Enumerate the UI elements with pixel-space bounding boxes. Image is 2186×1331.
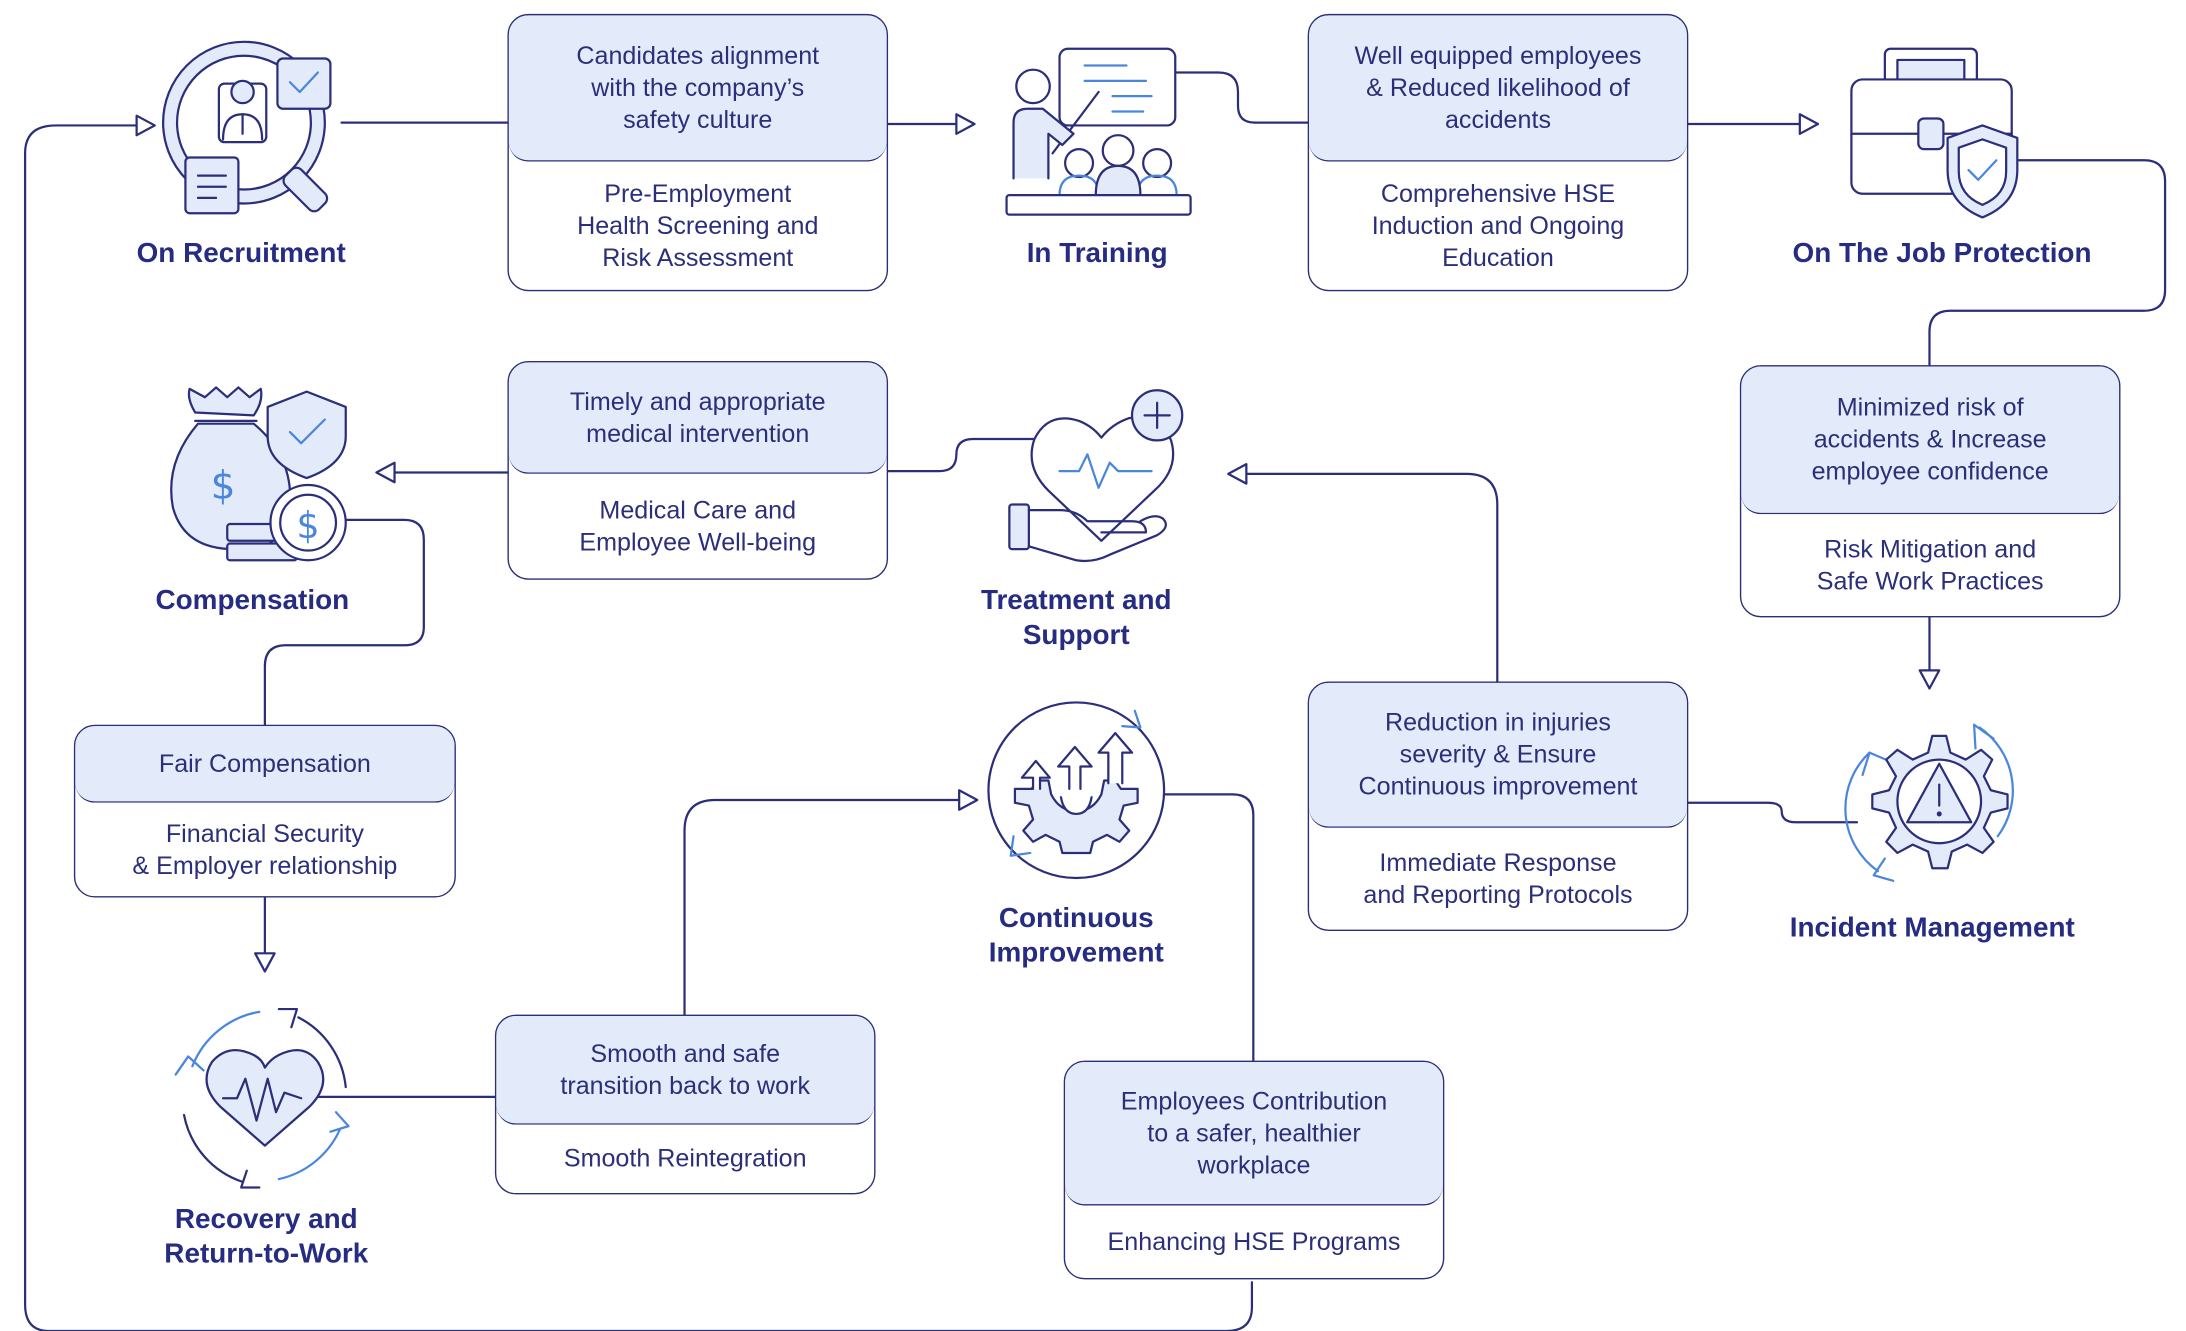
connector-recovery-improvement bbox=[683, 798, 962, 1018]
arrow-into-recruitment bbox=[135, 114, 156, 137]
connector-loop-return bbox=[23, 124, 1254, 1331]
box-training-practice: Comprehensive HSE Induction and Ongoing … bbox=[1371, 179, 1625, 272]
connectors bbox=[23, 71, 2167, 1331]
connector-incident-treatment bbox=[1243, 472, 1499, 685]
stage-title-recruitment: On Recruitment bbox=[136, 238, 346, 269]
box-recruitment-outcome: Candidates alignment with the company’s … bbox=[508, 15, 887, 162]
box-compensation-outcome: Fair Compensation bbox=[75, 726, 455, 803]
box-training-outcome: Well equipped employees & Reduced likeli… bbox=[1309, 15, 1687, 162]
recruitment-magnifier-icon bbox=[161, 40, 332, 215]
box-compensation-practice: Financial Security & Employer relationsh… bbox=[132, 818, 398, 879]
svg-text:$: $ bbox=[297, 504, 320, 547]
arrow-into-compensation bbox=[375, 461, 396, 484]
box-improvement-outcome: Employees Contribution to a safer, healt… bbox=[1065, 1062, 1443, 1206]
box-incident-practice: Immediate Response and Reporting Protoco… bbox=[1363, 848, 1633, 909]
stage-title-protection: On The Job Protection bbox=[1792, 238, 2092, 269]
arrow-into-protection bbox=[1798, 113, 1820, 135]
heartbeat-cycle-icon bbox=[174, 1007, 350, 1189]
svg-text:$: $ bbox=[211, 464, 236, 509]
stage-title-training: In Training bbox=[1026, 238, 1168, 269]
box-training: Well equipped employees & Reduced likeli… bbox=[1307, 13, 1689, 292]
arrow-into-incident bbox=[1918, 669, 1941, 690]
heart-in-hand-icon bbox=[1008, 389, 1184, 563]
box-treatment-practice: Medical Care and Employee Well-being bbox=[579, 495, 817, 556]
connector-protection-box bbox=[1928, 159, 2167, 370]
box-incident: Reduction in injuries severity & Ensure … bbox=[1307, 681, 1689, 932]
arrow-into-recovery bbox=[254, 952, 276, 973]
box-treatment-outcome: Timely and appropriate medical intervent… bbox=[508, 362, 887, 474]
training-presentation-icon bbox=[1005, 47, 1192, 216]
gear-warning-icon bbox=[1844, 723, 2014, 882]
money-bag-shield-icon: $ $ bbox=[170, 386, 347, 562]
box-recovery: Smooth and safe transition back to work … bbox=[494, 1014, 876, 1195]
connector-treatment-box bbox=[886, 437, 1036, 473]
connector-improvement-box bbox=[1162, 793, 1255, 1064]
connector-training-box bbox=[1174, 71, 1312, 124]
stage-title-treatment: Treatment and Support bbox=[980, 585, 1172, 651]
box-compensation: Fair Compensation Financial Security & E… bbox=[73, 724, 456, 898]
arrow-into-training bbox=[955, 113, 976, 135]
box-recruitment: Candidates alignment with the company’s … bbox=[507, 13, 889, 292]
connector-compensation-box bbox=[263, 518, 425, 728]
box-improvement: Employees Contribution to a safer, healt… bbox=[1063, 1060, 1445, 1280]
arrow-into-improvement bbox=[958, 789, 979, 811]
box-recovery-outcome: Smooth and safe transition back to work bbox=[496, 1016, 875, 1125]
box-treatment: Timely and appropriate medical intervent… bbox=[507, 360, 889, 580]
box-incident-outcome: Reduction in injuries severity & Ensure … bbox=[1309, 682, 1687, 828]
box-recovery-practice: Smooth Reintegration bbox=[563, 1144, 807, 1173]
stage-title-incident: Incident Management bbox=[1789, 912, 2075, 944]
connector-incident-box bbox=[1685, 801, 1859, 824]
briefcase-shield-icon bbox=[1850, 47, 2019, 219]
box-protection-outcome: Minimized risk of accidents & Increase e… bbox=[1741, 366, 2120, 515]
stage-title-compensation: Compensation bbox=[155, 585, 350, 617]
arrow-into-treatment bbox=[1227, 462, 1248, 485]
stage-title-recovery: Recovery and Return-to-Work bbox=[164, 1204, 369, 1270]
box-recruitment-practice: Pre-Employment Health Screening and Risk… bbox=[577, 179, 819, 272]
box-improvement-practice: Enhancing HSE Programs bbox=[1107, 1227, 1401, 1256]
improvement-gear-arrows-icon bbox=[987, 701, 1166, 880]
stage-title-improvement: Continuous Improvement bbox=[988, 903, 1164, 969]
box-protection: Minimized risk of accidents & Increase e… bbox=[1739, 365, 2121, 618]
box-protection-practice: Risk Mitigation and Safe Work Practices bbox=[1816, 534, 2044, 595]
